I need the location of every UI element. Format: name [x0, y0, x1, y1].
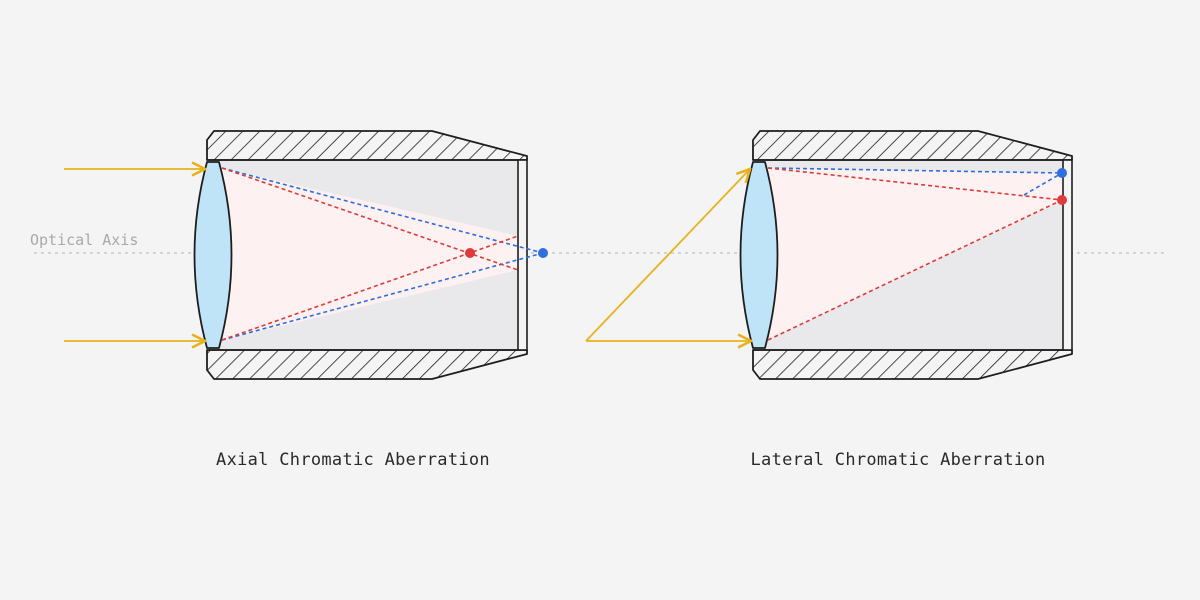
optical-axis-label: Optical Axis	[30, 231, 138, 249]
blue-focal-point	[538, 248, 548, 258]
blue-ray-top	[767, 167, 1063, 174]
sensor-plate	[1062, 159, 1073, 351]
blue-image-point	[1057, 168, 1067, 178]
blue-ray-bottom	[1023, 172, 1063, 196]
axial-diagram: Axial Chromatic Aberration	[64, 130, 548, 470]
focus-cone	[222, 168, 518, 340]
red-ray-bottom	[767, 199, 1063, 341]
red-focal-point	[465, 248, 475, 258]
lateral-caption: Lateral Chromatic Aberration	[751, 450, 1046, 470]
barrel-top-wall	[752, 130, 1073, 161]
sensor-plate	[517, 159, 528, 351]
barrel-top-wall	[206, 130, 528, 161]
blue-ray-top	[221, 167, 544, 254]
red-image-point	[1057, 195, 1067, 205]
lateral-diagram: Lateral Chromatic Aberration	[585, 130, 1073, 470]
axial-caption: Axial Chromatic Aberration	[216, 450, 490, 470]
barrel-bottom-wall	[206, 349, 528, 380]
incoming-ray-oblique	[585, 169, 750, 342]
lens	[193, 161, 233, 349]
barrel-bottom-wall	[752, 349, 1073, 380]
red-ray-top	[767, 167, 1063, 201]
lens	[739, 161, 779, 349]
focus-cone	[768, 168, 1063, 340]
